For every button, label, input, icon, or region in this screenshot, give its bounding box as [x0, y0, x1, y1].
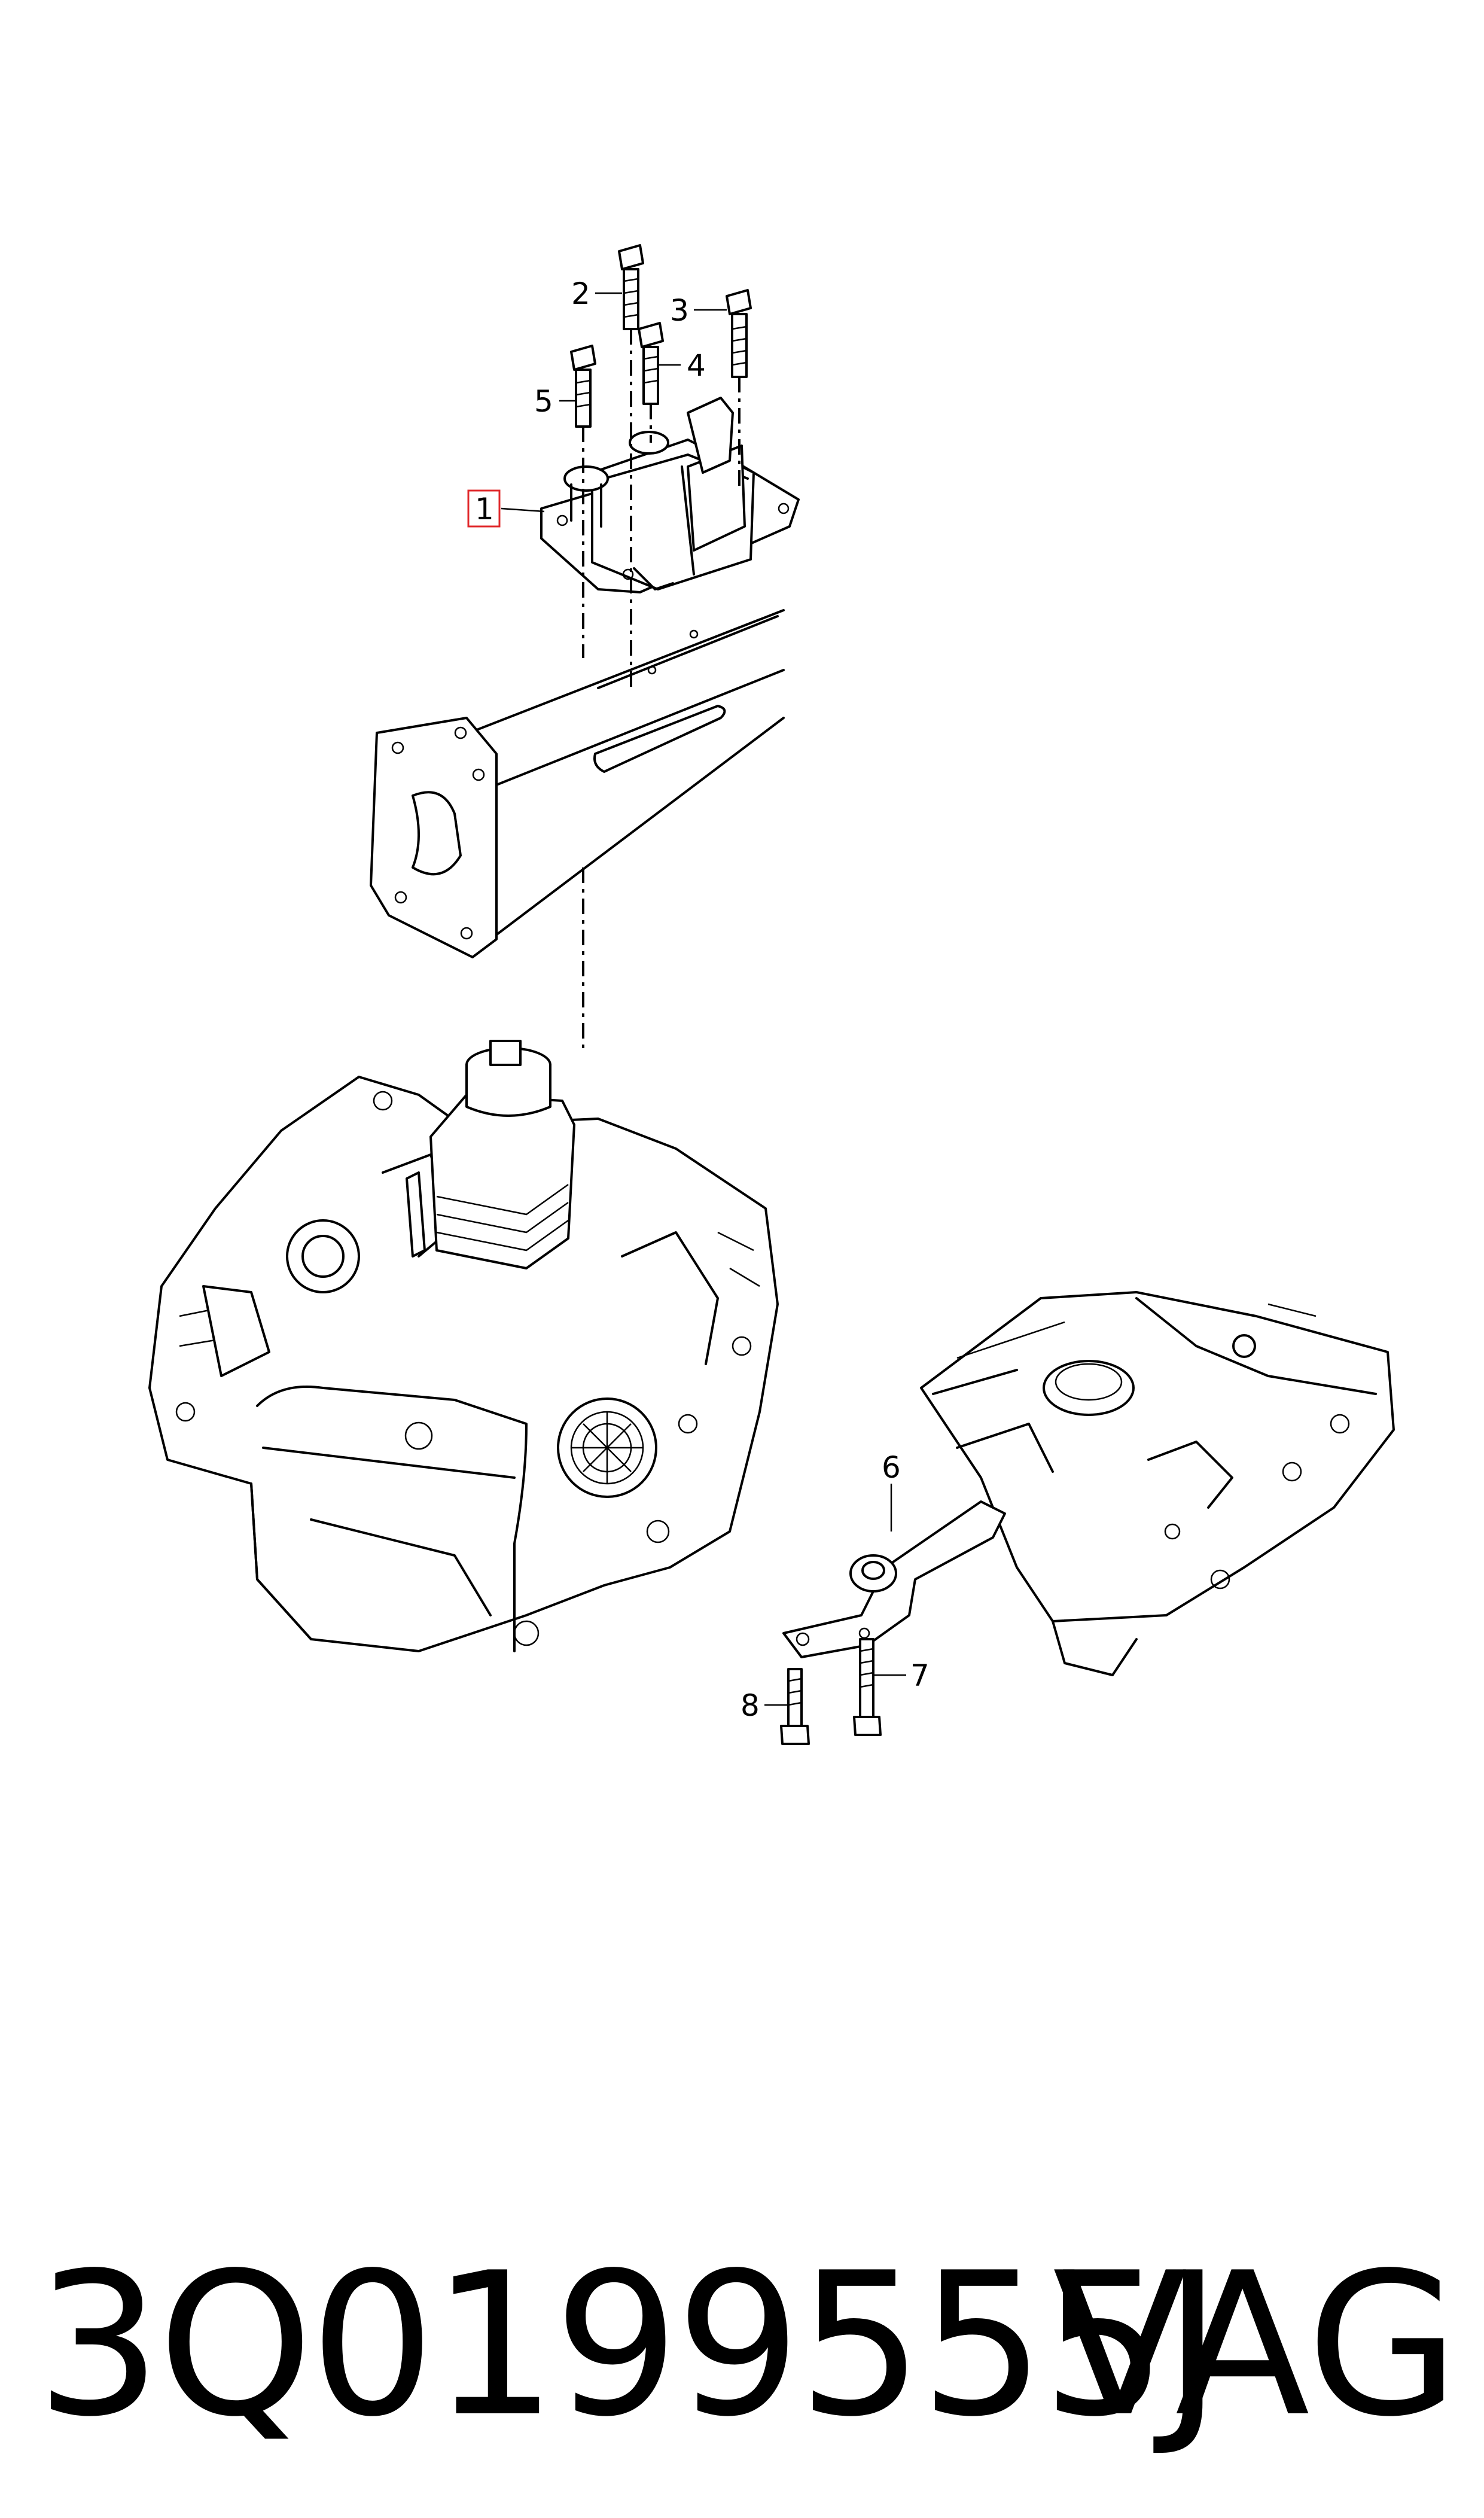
- bolt-7: [853, 1638, 882, 1736]
- leader-lines: [501, 292, 906, 1706]
- callout-7[interactable]: 7: [910, 1658, 930, 1693]
- callout-8[interactable]: 8: [741, 1688, 760, 1723]
- bolt-4: [638, 322, 664, 405]
- part-number: 3Q0199555J: [36, 2230, 1222, 2460]
- engine-mount-bracket: [540, 397, 800, 593]
- bolt-3: [726, 289, 752, 378]
- bolt-2: [618, 244, 644, 330]
- bolt-5: [570, 345, 596, 428]
- brand-name: VAG: [1052, 2230, 1459, 2460]
- exploded-parts-diagram: 1 2 3 4 5 6 7 8: [148, 244, 1395, 1745]
- callout-1[interactable]: 1: [475, 492, 494, 526]
- callout-5[interactable]: 5: [534, 384, 553, 419]
- callout-4[interactable]: 4: [687, 348, 706, 383]
- subframe-rail: [370, 609, 785, 958]
- gearbox-housing: [148, 1076, 779, 1652]
- callout-2[interactable]: 2: [571, 276, 590, 311]
- callout-3[interactable]: 3: [670, 293, 689, 328]
- footer: 3Q0199555J VAG: [36, 2219, 1459, 2471]
- callout-1-highlight: [467, 489, 501, 528]
- torque-rod: [782, 1500, 1006, 1658]
- oil-cooler: [406, 1040, 575, 1269]
- callout-6[interactable]: 6: [882, 1450, 901, 1485]
- front-subframe: [920, 1291, 1395, 1676]
- bolt-8: [780, 1668, 810, 1745]
